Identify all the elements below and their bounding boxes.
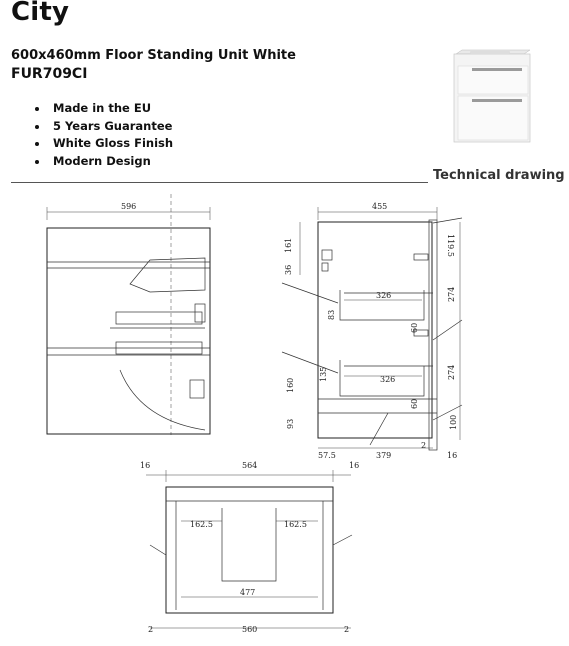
front-view: 596 (46, 194, 211, 435)
dim-60-bottom-label: 60 (410, 399, 419, 409)
dim-162-5-left-label: 162.5 (190, 520, 213, 529)
dim-2-label: 2 (421, 441, 426, 450)
technical-drawing-heading: Technical drawing (433, 168, 565, 183)
dim-560-label: 560 (242, 625, 257, 634)
dim-60-top-label: 60 (410, 323, 419, 333)
feature-list: Made in the EU 5 Years Guarantee White G… (11, 100, 173, 170)
dim-119-5-label: 119.5 (446, 234, 455, 257)
product-image (453, 49, 531, 143)
side-width-label: 455 (372, 202, 387, 211)
dim-379-label: 379 (376, 451, 391, 460)
dim-100-label: 100 (449, 415, 458, 430)
dim-160-label: 160 (286, 378, 295, 393)
dim-274-bottom-label: 274 (447, 365, 456, 380)
dim-36-label: 36 (284, 265, 293, 275)
dim-83-label: 83 (327, 310, 336, 320)
dim-2-left-label: 2 (148, 625, 153, 634)
dim-274-top-label: 274 (447, 287, 456, 302)
feature-item: White Gloss Finish (49, 135, 173, 153)
feature-item: Modern Design (49, 153, 173, 171)
dim-135-label: 135 (319, 367, 328, 382)
dim-326-top-label: 326 (376, 291, 391, 300)
dim-2-right-label: 2 (344, 625, 349, 634)
dim-16-right-label: 16 (349, 461, 359, 470)
dim-161-label: 161 (284, 238, 293, 253)
dim-16-side-label: 16 (447, 451, 457, 460)
top-view: 16 564 16 162.5 162.5 477 2 560 2 (140, 461, 359, 634)
feature-item: 5 Years Guarantee (49, 118, 173, 136)
front-width-label: 596 (121, 202, 136, 211)
product-subtitle: 600x460mm Floor Standing Unit White (11, 48, 296, 63)
dim-564-label: 564 (242, 461, 257, 470)
dim-477-label: 477 (240, 588, 255, 597)
dim-326-bottom-label: 326 (380, 375, 395, 384)
dim-93-label: 93 (286, 419, 295, 429)
dim-16-left-label: 16 (140, 461, 150, 470)
dim-162-5-right-label: 162.5 (284, 520, 307, 529)
product-code: FUR709CI (11, 66, 88, 82)
side-view: 455 161 36 326 83 60 326 135 160 60 93 5… (281, 202, 463, 460)
feature-item: Made in the EU (49, 100, 173, 118)
section-divider (11, 182, 428, 183)
technical-drawing: 596 455 161 36 326 83 60 (46, 194, 463, 634)
dim-57-5-label: 57.5 (318, 451, 336, 460)
brand-title: City (11, 0, 70, 27)
